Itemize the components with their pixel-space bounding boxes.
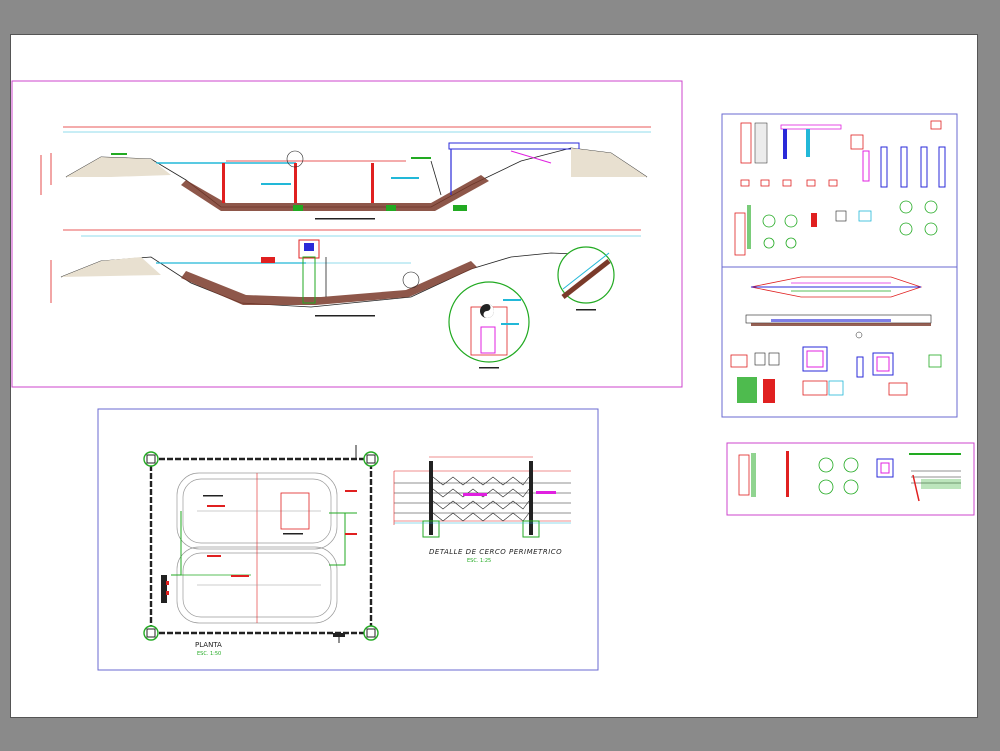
- detail-circle-1: [448, 281, 530, 363]
- perimeter-fence: [149, 457, 373, 635]
- fence-detail-scale: ESC. 1:25: [467, 558, 492, 564]
- details-panel-lower: [726, 442, 975, 516]
- drawing-sheet: DETALLE DE CERCO PERIMETRICO ESC. 1:25 P…: [10, 34, 978, 718]
- plan-panel: [97, 408, 599, 671]
- details-panel-middle: [721, 266, 958, 418]
- plan-title: PLANTA: [195, 641, 222, 649]
- channel-lining-2: [181, 261, 477, 305]
- details-panel-upper: [721, 113, 958, 268]
- sections-panel: [11, 80, 683, 388]
- fence-detail-title: DETALLE DE CERCO PERIMETRICO: [429, 548, 563, 556]
- channel-lining-1: [181, 175, 489, 211]
- plan-scale: ESC. 1:50: [197, 651, 222, 657]
- cad-drawing: [11, 80, 975, 671]
